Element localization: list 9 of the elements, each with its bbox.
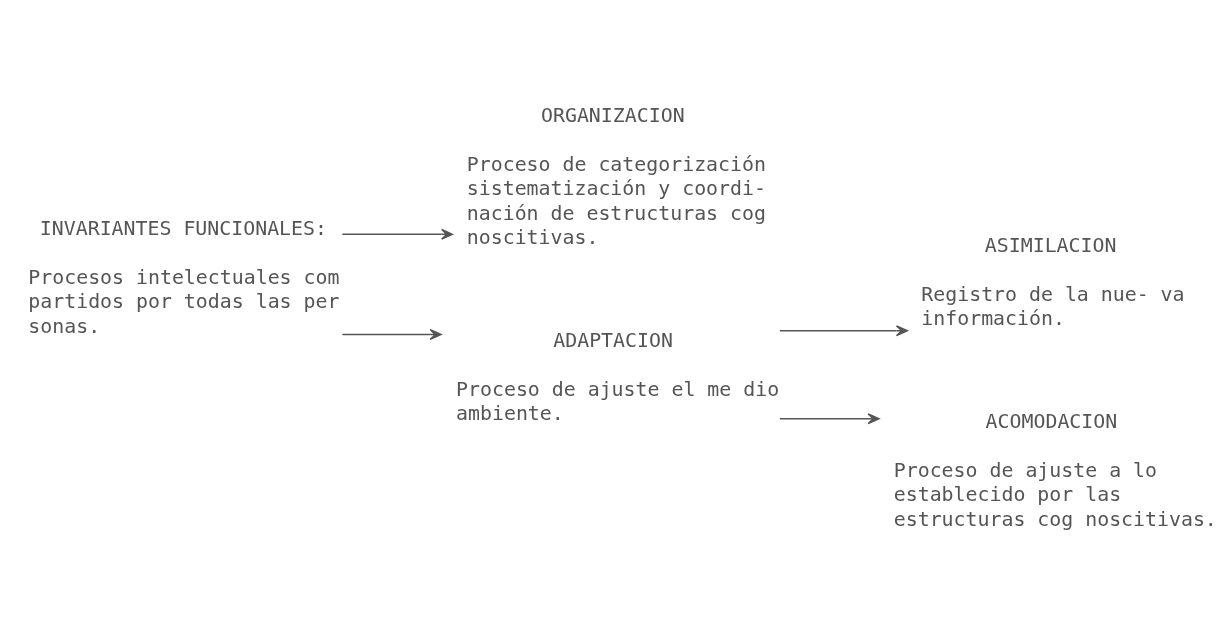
arrow bbox=[341, 329, 442, 341]
arrow bbox=[341, 228, 454, 240]
node-text: INVARIANTES FUNCIONALES: Procesos intelectuales com partidos por todas las per sonas. bbox=[28, 216, 340, 338]
arrow bbox=[779, 413, 880, 425]
node-text: ASIMILACION Registro de la nue- va información. bbox=[921, 233, 1185, 331]
arrow bbox=[779, 325, 908, 337]
node-text: ORGANIZACION Proceso de categorización sistematización y coordi- nación de estructuras cog noscitivas. bbox=[466, 103, 766, 250]
node-text: ADAPTACION Proceso de ajuste el me dio ambiente. bbox=[456, 328, 780, 426]
node-text: ACOMODACION Proceso de ajuste a lo establecido por las estructuras cog noscitivas. bbox=[893, 409, 1217, 531]
